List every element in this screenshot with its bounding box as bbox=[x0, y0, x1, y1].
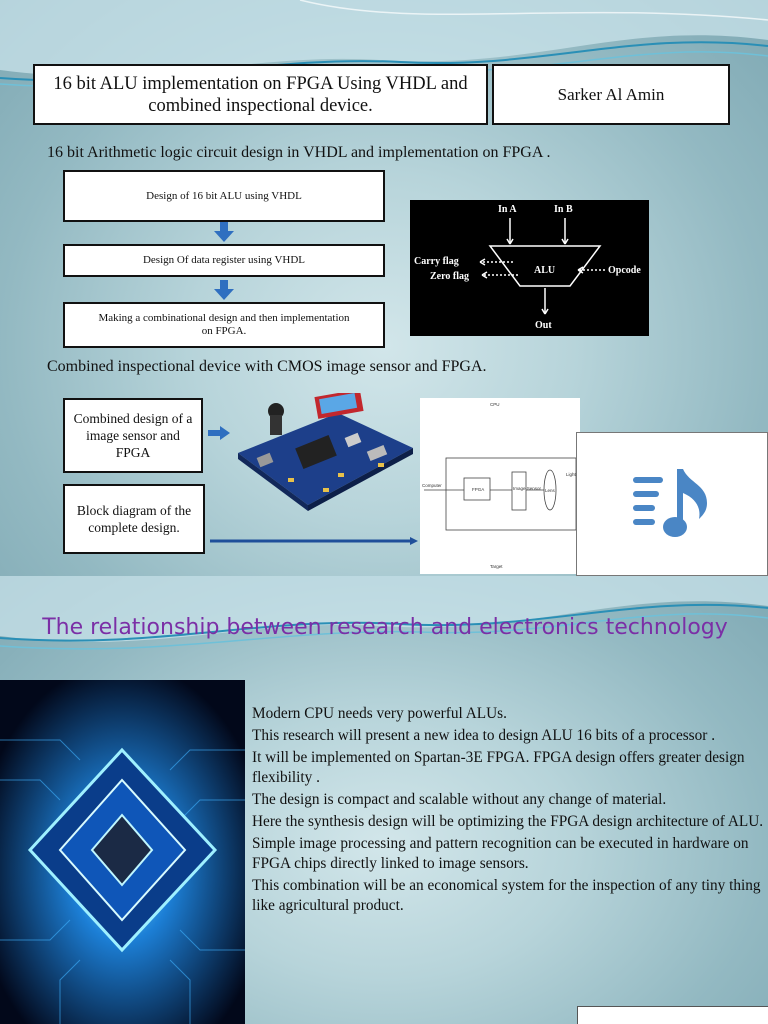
slide-2: The relationship between research and el… bbox=[0, 576, 768, 1024]
block-sensor: Image Sensor bbox=[513, 486, 542, 491]
alu-in-b: In B bbox=[554, 204, 573, 215]
block-fpga: FPGA bbox=[472, 487, 484, 492]
combined-design-box: Combined design of a image sensor and FP… bbox=[63, 398, 203, 473]
alu-carry-flag: Carry flag bbox=[414, 256, 459, 267]
bullet-item: Simple image processing and pattern reco… bbox=[252, 835, 749, 872]
alu-label: ALU bbox=[534, 265, 555, 276]
block-top-label: CPU bbox=[490, 402, 500, 407]
fpga-board-image bbox=[238, 393, 413, 511]
alu-in-a: In A bbox=[498, 204, 517, 215]
slide-1: 16 bit ALU implementation on FPGA Using … bbox=[0, 0, 768, 576]
combined-design-label: Combined design of a image sensor and FP… bbox=[73, 411, 193, 460]
bullet-item: It will be implemented on Spartan-3E FPG… bbox=[252, 749, 745, 786]
alu-opcode: Opcode bbox=[608, 265, 641, 276]
flow-step-3: Making a combinational design and then i… bbox=[63, 302, 385, 348]
bullet-item: This combination will be an economical s… bbox=[252, 877, 761, 914]
flow-step-1: Design of 16 bit ALU using VHDL bbox=[63, 170, 385, 222]
bullet-item: Modern CPU needs very powerful ALUs. bbox=[252, 705, 507, 722]
corner-placeholder bbox=[577, 1006, 768, 1024]
down-arrow-icon bbox=[214, 280, 234, 300]
alu-diagram: In A In B Carry flag Zero flag ALU Opcod… bbox=[410, 200, 649, 336]
alu-zero-flag: Zero flag bbox=[430, 271, 469, 282]
music-note-icon bbox=[633, 469, 707, 537]
down-arrow-icon bbox=[214, 222, 234, 242]
bullet-item: This research will present a new idea to… bbox=[252, 727, 716, 744]
alu-out: Out bbox=[535, 320, 552, 331]
author-box: Sarker Al Amin bbox=[492, 64, 730, 125]
block-bottom-label: Target bbox=[490, 564, 503, 569]
flow-step-3-label: Making a combinational design and then i… bbox=[98, 312, 350, 337]
bullet-item: The design is compact and scalable witho… bbox=[252, 791, 667, 808]
bullet-item: Here the synthesis design will be optimi… bbox=[252, 813, 764, 830]
long-arrow-icon bbox=[210, 537, 418, 545]
bullet-list: Modern CPU needs very powerful ALUs. Thi… bbox=[252, 704, 764, 918]
block-lens: Lens bbox=[545, 488, 556, 493]
flow-step-2: Design Of data register using VHDL bbox=[63, 244, 385, 277]
block-diagram-box: Block diagram of the complete design. bbox=[63, 484, 205, 554]
system-block-diagram: CPU Computer FPGA Image Sensor Lens Ligh… bbox=[420, 398, 580, 574]
glowing-chip-image bbox=[0, 680, 245, 1024]
slide-title-box: 16 bit ALU implementation on FPGA Using … bbox=[33, 64, 488, 125]
slide-title: 16 bit ALU implementation on FPGA Using … bbox=[53, 73, 468, 116]
block-computer: Computer bbox=[422, 483, 442, 488]
block-object: Light bbox=[566, 472, 577, 477]
slide-2-heading: The relationship between research and el… bbox=[42, 615, 728, 640]
flow-step-2-label: Design Of data register using VHDL bbox=[142, 254, 305, 266]
wave-decoration bbox=[0, 576, 768, 650]
block-diagram-label: Block diagram of the complete design. bbox=[76, 503, 192, 535]
right-arrow-icon bbox=[208, 426, 230, 440]
audio-placeholder[interactable] bbox=[576, 432, 768, 576]
flow-step-1-label: Design of 16 bit ALU using VHDL bbox=[146, 189, 302, 202]
subtitle-inspection: Combined inspectional device with CMOS i… bbox=[47, 358, 487, 375]
subtitle-alu: 16 bit Arithmetic logic circuit design i… bbox=[47, 144, 551, 161]
author-name: Sarker Al Amin bbox=[557, 84, 665, 104]
